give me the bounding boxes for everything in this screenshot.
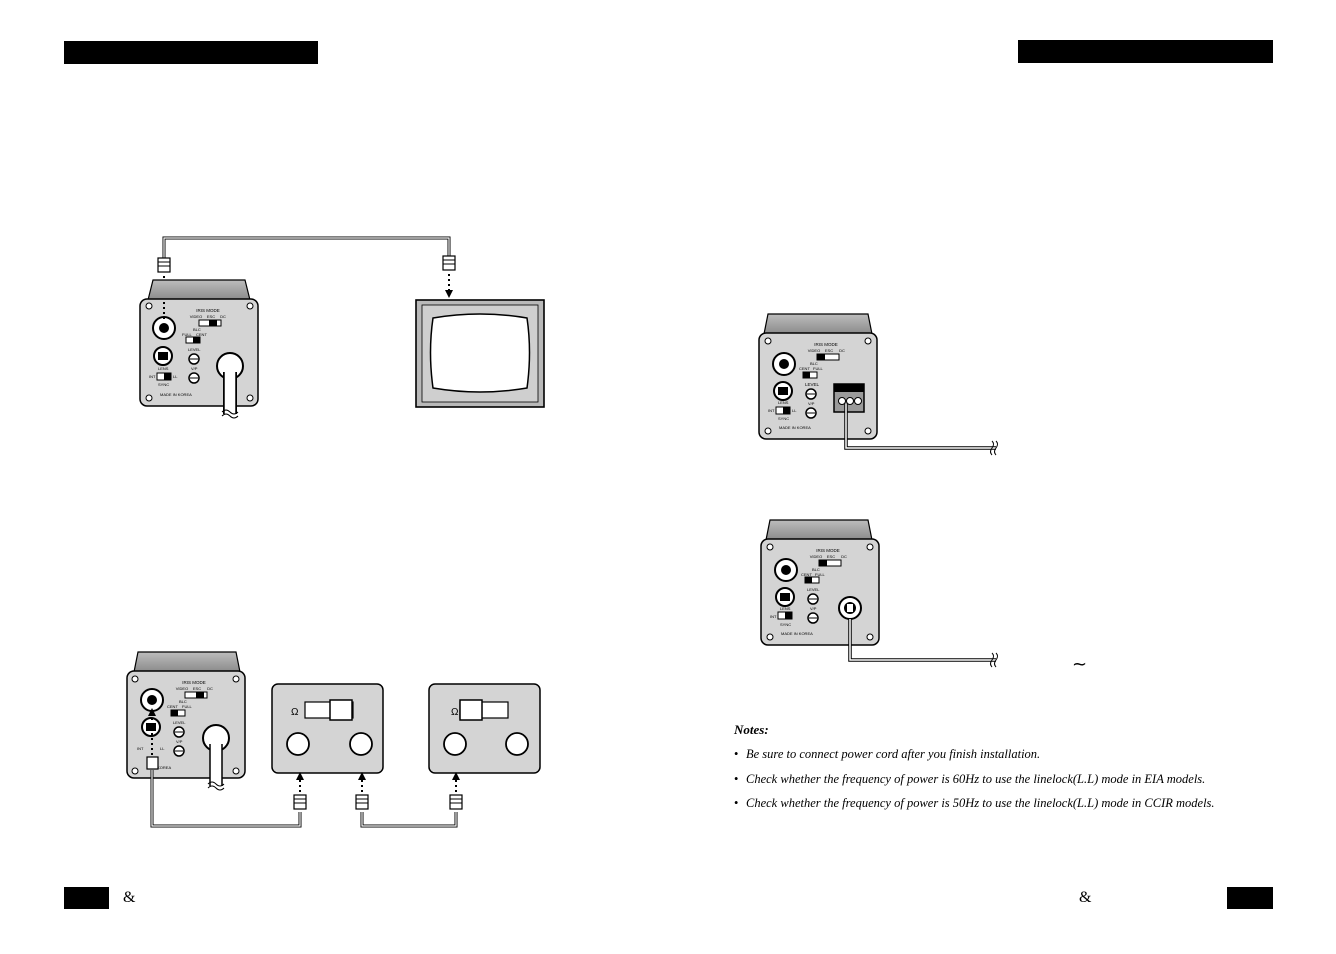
in-korea-label: IN KOREA xyxy=(152,765,171,770)
notes-section: Notes: • Be sure to connect power cord a… xyxy=(734,722,1294,820)
bullet: • xyxy=(734,796,739,810)
dc-label: DC xyxy=(841,554,847,559)
iris-mode-label: IRIS MODE xyxy=(182,680,206,685)
cent-label: CENT xyxy=(801,572,812,577)
bullet: • xyxy=(734,747,739,761)
note-text: Be sure to connect power cord after you … xyxy=(746,747,1041,761)
right-page-header-bar xyxy=(1018,40,1273,63)
int-label: INT xyxy=(768,408,775,413)
left-page-header-bar xyxy=(64,41,318,64)
dc-label: DC xyxy=(220,314,226,319)
ll-label: LL xyxy=(173,374,178,379)
note-text: Check whether the frequency of power is … xyxy=(746,796,1215,810)
iris-mode-label: IRIS MODE xyxy=(814,342,838,347)
iris-mode-label: IRIS MODE xyxy=(196,308,220,313)
camera-vcr-diagram: IRIS MODE VIDEO ESC DC BLC CENT FULL LEV… xyxy=(126,651,541,828)
cent-label: CENT xyxy=(799,366,810,371)
camera-monitor-diagram: IRIS MODE VIDEO ESC DC BLC FULL CENT LEV… xyxy=(139,236,545,419)
ohm-symbol: Ω xyxy=(291,707,299,718)
level-label: LEVEL xyxy=(807,587,820,592)
blc-label: BLC xyxy=(179,699,187,704)
sync-label: SYNC xyxy=(158,382,169,387)
ohm-symbol: Ω xyxy=(451,707,459,718)
full-label: FULL xyxy=(182,332,193,337)
blc-label: BLC xyxy=(812,567,820,572)
video-label: VIDEO xyxy=(808,348,820,353)
ac-power-diagram: IRIS MODE VIDEO ESC DC BLC CENT FULL LEV… xyxy=(760,519,998,668)
made-in-korea-label: MADE IN KOREA xyxy=(160,392,192,397)
vp-label: V/P xyxy=(176,739,183,744)
note-item: • Check whether the frequency of power i… xyxy=(734,795,1294,820)
ll-label: LL xyxy=(160,746,165,751)
full-label: FULL xyxy=(813,366,824,371)
iris-mode-label: IRIS MODE xyxy=(816,548,840,553)
left-footer-symbol: & xyxy=(123,889,136,906)
note-item: • Check whether the frequency of power i… xyxy=(734,771,1294,796)
esc-label: ESC xyxy=(827,554,835,559)
lens-label: LENS xyxy=(778,400,789,405)
esc-label: ESC xyxy=(825,348,833,353)
full-label: FULL xyxy=(182,704,193,709)
made-in-korea-label: MADE IN KOREA xyxy=(779,425,811,430)
bullet: • xyxy=(734,771,739,786)
level-label: LEVEL xyxy=(173,720,186,725)
blc-label: BLC xyxy=(193,327,201,332)
notes-title: Notes: xyxy=(734,722,769,737)
vp-label: V/P xyxy=(191,366,198,371)
dc-label: DC xyxy=(839,348,845,353)
video-label: VIDEO xyxy=(176,686,188,691)
note-text: Check whether the frequency of power is … xyxy=(746,771,1206,786)
sync-label: SYNC xyxy=(780,622,791,627)
left-page-number-block xyxy=(64,887,109,909)
level-label: LEVEL xyxy=(188,347,201,352)
full-label: FULL xyxy=(815,572,826,577)
dc-power-diagram: IRIS MODE VIDEO ESC DC BLC CENT FULL LEV… xyxy=(758,313,998,456)
right-page-number-block xyxy=(1227,887,1273,909)
ac-symbol: ~ xyxy=(1072,654,1088,675)
int-label: INT xyxy=(149,374,156,379)
vcr-2 xyxy=(428,683,541,774)
int-label: INT xyxy=(770,614,777,619)
video-label: VIDEO xyxy=(810,554,822,559)
right-footer-symbol: & xyxy=(1079,889,1092,906)
level-label: LEVEL xyxy=(805,382,820,387)
cent-label: CENT xyxy=(196,332,207,337)
esc-label: ESC xyxy=(193,686,201,691)
vp-label: V/P xyxy=(810,606,817,611)
sync-label: SYNC xyxy=(778,416,789,421)
vp-label: V/P xyxy=(808,401,815,406)
dc-label: DC xyxy=(207,686,213,691)
int-label: INT xyxy=(137,746,144,751)
lens-label: LENS xyxy=(158,366,169,371)
note-item: • Be sure to connect power cord after yo… xyxy=(734,746,1294,771)
lens-label: LENS xyxy=(780,606,791,611)
cent-label: CENT xyxy=(167,704,178,709)
vcr-1 xyxy=(271,683,384,774)
blc-label: BLC xyxy=(810,361,818,366)
made-in-korea-label: MADE IN KOREA xyxy=(781,631,813,636)
esc-label: ESC xyxy=(207,314,215,319)
video-label: VIDEO xyxy=(190,314,202,319)
ll-label: LL xyxy=(792,408,797,413)
